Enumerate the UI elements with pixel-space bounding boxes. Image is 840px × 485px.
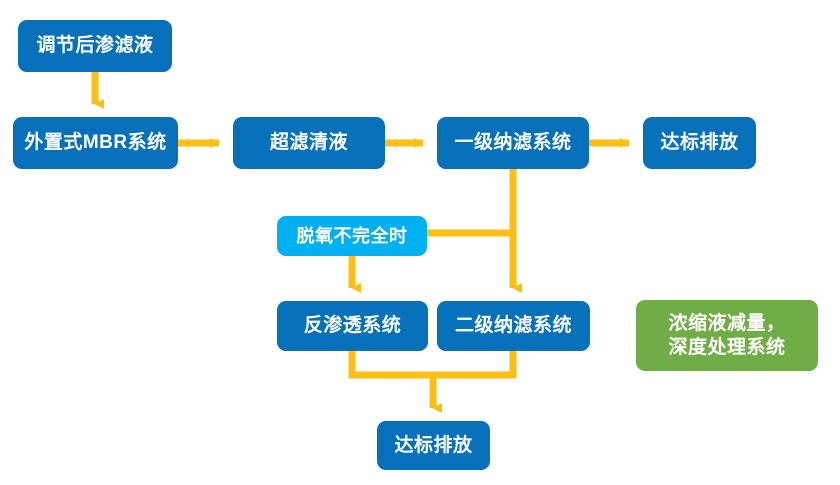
node-label: 反渗透系统 xyxy=(303,315,402,337)
node-incomplete-deoxygenation-condition[interactable]: 脱氧不完全时 xyxy=(277,216,427,256)
node-label: 超滤清液 xyxy=(269,132,348,154)
node-second-stage-nanofiltration-system[interactable]: 二级纳滤系统 xyxy=(437,301,590,351)
node-label: 浓缩液减量， 深度处理系统 xyxy=(668,312,786,358)
node-label: 达标排放 xyxy=(394,434,473,456)
node-concentrate-reduction-advanced-treatment[interactable]: 浓缩液减量， 深度处理系统 xyxy=(636,300,818,371)
node-external-mbr-system[interactable]: 外置式MBR系统 xyxy=(13,117,178,169)
edge-ro-nf2-merge-to-discharge-bottom xyxy=(348,351,517,413)
node-adjusted-leachate[interactable]: 调节后渗滤液 xyxy=(18,20,172,72)
node-label: 脱氧不完全时 xyxy=(296,225,408,246)
node-ultrafiltration-clear-liquid[interactable]: 超滤清液 xyxy=(233,117,385,169)
node-reverse-osmosis-system[interactable]: 反渗透系统 xyxy=(277,301,428,351)
node-label: 达标排放 xyxy=(660,132,739,154)
node-compliant-discharge-top[interactable]: 达标排放 xyxy=(643,117,756,169)
node-label: 二级纳滤系统 xyxy=(454,315,572,337)
node-label: 调节后渗滤液 xyxy=(36,35,154,57)
node-label: 一级纳滤系统 xyxy=(454,132,572,154)
node-label: 外置式MBR系统 xyxy=(24,132,167,154)
node-first-stage-nanofiltration-system[interactable]: 一级纳滤系统 xyxy=(437,117,589,169)
node-compliant-discharge-bottom[interactable]: 达标排放 xyxy=(377,421,490,470)
